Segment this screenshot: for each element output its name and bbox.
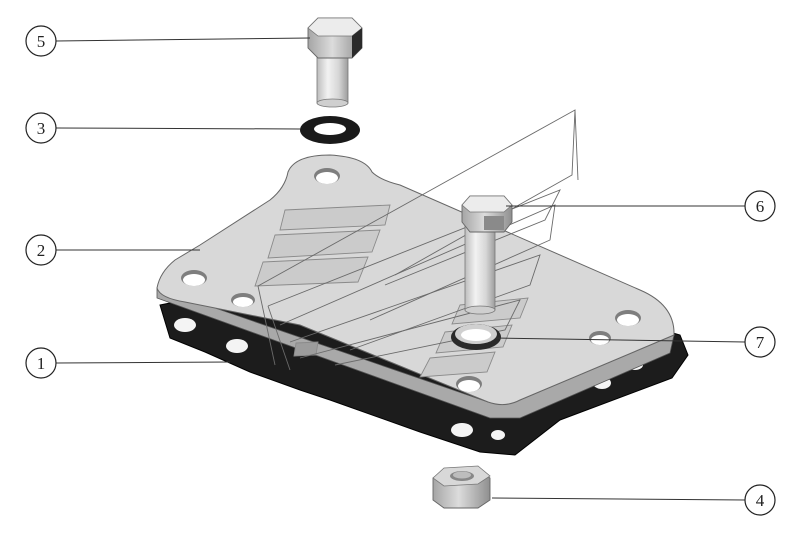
washer-black-part	[300, 116, 360, 144]
callout-label: 3	[37, 119, 46, 138]
callout-6: 6	[744, 190, 776, 222]
callout-4: 4	[744, 484, 776, 516]
callout-group: 5 3 2 1 6 7 4	[25, 25, 776, 516]
hex-nut-part	[432, 465, 491, 509]
washer-ring-part	[451, 324, 501, 350]
callout-7: 7	[744, 326, 776, 358]
callout-5: 5	[25, 25, 57, 57]
cover-plate-part	[156, 154, 675, 419]
callout-3: 3	[25, 112, 57, 144]
callout-label: 4	[756, 491, 765, 510]
callout-label: 7	[756, 333, 765, 352]
callout-2: 2	[25, 234, 57, 266]
callout-1: 1	[25, 347, 57, 379]
bolt-top-part	[307, 17, 363, 108]
bolt-middle-part	[461, 195, 513, 315]
callout-label: 2	[37, 241, 46, 260]
leader-lines	[55, 37, 746, 501]
callout-label: 5	[37, 32, 46, 51]
callout-label: 1	[37, 354, 46, 373]
callout-label: 6	[756, 197, 765, 216]
